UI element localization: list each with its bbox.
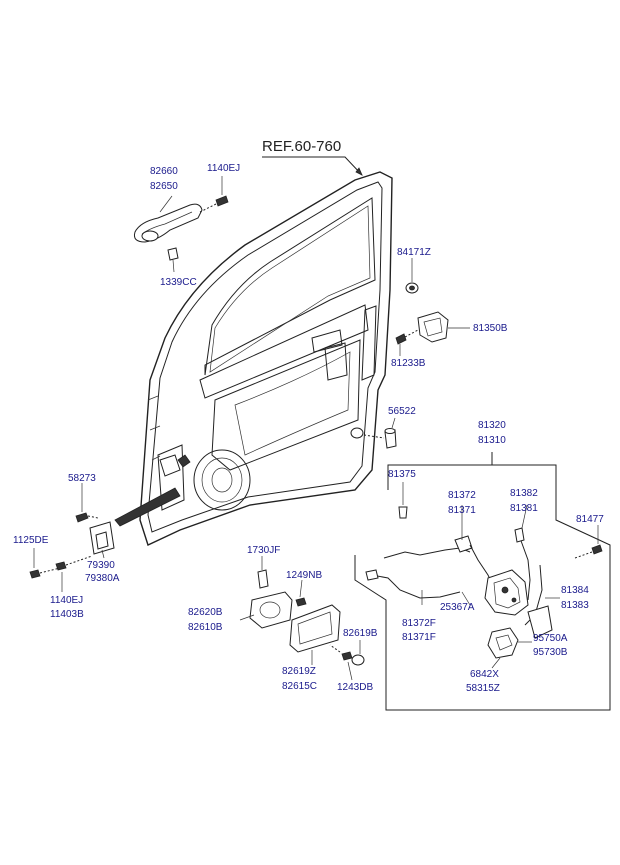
outside-handle-assembly — [134, 195, 203, 273]
part-label-11403b: 11403B — [50, 609, 84, 620]
part-label-1730jf: 1730JF — [247, 545, 281, 556]
part-label-82610b: 82610B — [188, 622, 223, 633]
part-label-25367a: 25367A — [440, 602, 475, 613]
part-label-82615c: 82615C — [282, 681, 318, 692]
door-check-hinge — [29, 454, 191, 592]
part-label-81350b: 81350B — [473, 323, 508, 334]
part-label-81372f: 81372F — [402, 618, 436, 629]
part-label-82619b: 82619B — [343, 628, 378, 639]
screw-1140ej-top — [199, 176, 229, 213]
part-label-58273: 58273 — [68, 473, 96, 484]
bolt-81375 — [398, 482, 408, 519]
part-label-81320: 81320 — [478, 420, 506, 431]
striker-81350b — [395, 311, 470, 356]
part-label-81384: 81384 — [561, 585, 589, 596]
part-label-58315z: 58315Z — [466, 683, 500, 694]
part-label-81233b: 81233B — [391, 358, 426, 369]
part-label-81477: 81477 — [576, 514, 604, 525]
part-label-81383: 81383 — [561, 600, 589, 611]
part-label-1243db: 1243DB — [337, 682, 374, 693]
part-label-81372: 81372 — [448, 490, 476, 501]
part-label-82660: 82660 — [150, 166, 178, 177]
part-label-6842x: 6842X — [470, 669, 499, 680]
part-label-95750a: 95750A — [533, 633, 568, 644]
part-label-81310: 81310 — [478, 435, 506, 446]
part-label-81382: 81382 — [510, 488, 538, 499]
part-label-81381: 81381 — [510, 503, 538, 514]
part-label-81371f: 81371F — [402, 632, 436, 643]
part-label-56522: 56522 — [388, 406, 416, 417]
latch-body — [484, 525, 603, 669]
part-label-1125de: 1125DE — [13, 535, 49, 546]
clip-84171z — [405, 258, 419, 294]
part-label-82619z: 82619Z — [282, 666, 316, 677]
part-label-79380a: 79380A — [85, 573, 120, 584]
part-label-1140ej-bottom: 1140EJ — [50, 595, 84, 606]
part-label-84171z: 84171Z — [397, 247, 431, 258]
reference-label: REF.60-760 — [262, 138, 342, 155]
latch-cables — [365, 504, 560, 626]
part-label-95730b: 95730B — [533, 647, 568, 658]
latch-group-bracket — [354, 464, 611, 711]
part-label-1249nb: 1249NB — [286, 570, 323, 581]
part-label-81375: 81375 — [388, 469, 416, 480]
part-label-79390: 79390 — [87, 560, 115, 571]
bumper-56522 — [363, 417, 397, 449]
part-label-81371: 81371 — [448, 505, 476, 516]
part-label-82650: 82650 — [150, 181, 178, 192]
part-label-1140ej-top: 1140EJ — [207, 163, 241, 174]
inside-handle-assembly — [239, 556, 365, 681]
door-frame — [139, 171, 393, 546]
part-label-1339cc: 1339CC — [160, 277, 197, 288]
part-label-82620b: 82620B — [188, 607, 223, 618]
